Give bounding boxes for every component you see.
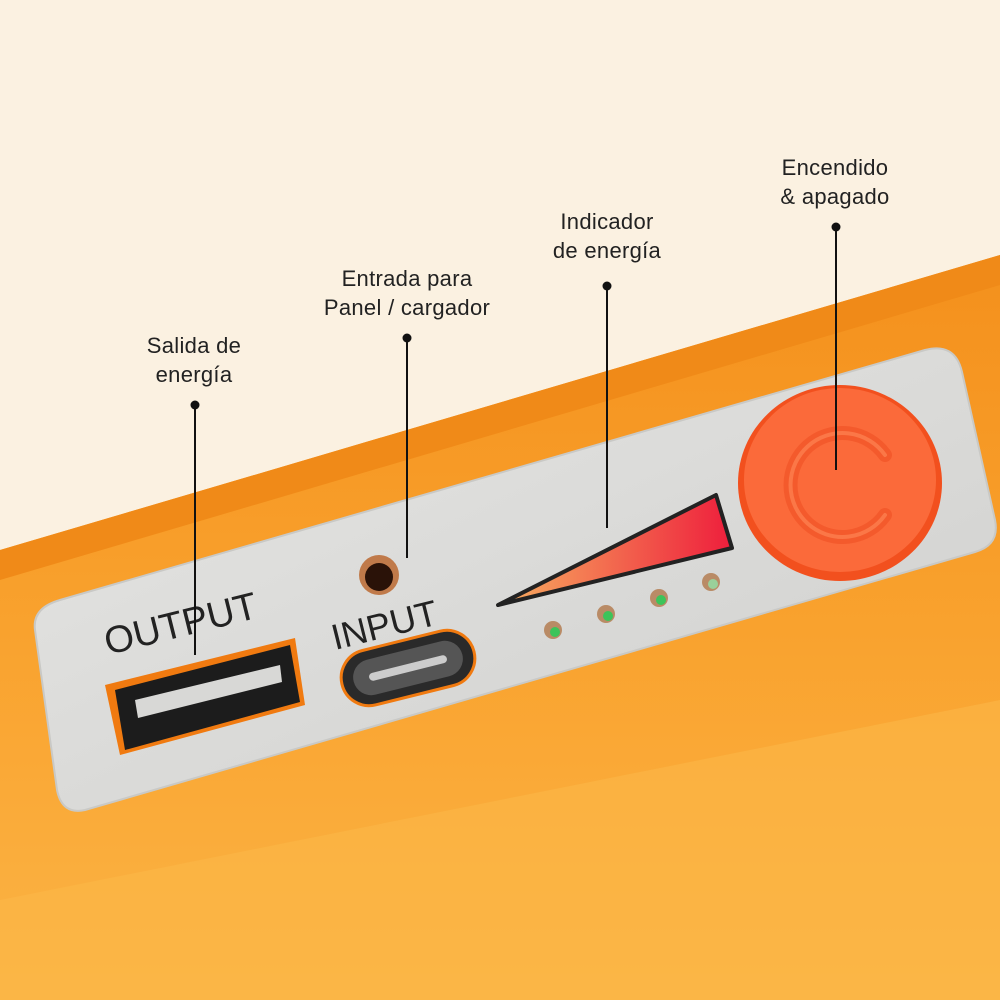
callout-indicator-line2: de energía (552, 238, 662, 263)
device-top-edge (0, 255, 1000, 580)
usb-c-port[interactable] (335, 624, 481, 711)
callout-output-line1: Salida de (146, 333, 242, 358)
power-button[interactable] (738, 385, 942, 581)
power-icon (783, 426, 892, 544)
callout-output-line2: energía (155, 362, 233, 387)
callout-power-line (835, 227, 837, 470)
callout-power-line2: & apagado (780, 184, 890, 209)
callout-input-label: Entrada para Panel / cargador (324, 264, 490, 322)
callout-output-label: Salida de energía (147, 331, 241, 389)
callout-indicator-line1: Indicador (560, 209, 654, 234)
energy-level-wedge (496, 493, 734, 607)
callout-input-line (406, 338, 408, 558)
callout-power-line1: Encendido (781, 155, 889, 180)
callout-input-line2: Panel / cargador (323, 295, 491, 320)
device-lower-face (0, 700, 1000, 1000)
callout-power-label: Encendido & apagado (780, 153, 889, 211)
callout-output-line (194, 405, 196, 655)
callout-indicator-line (606, 286, 608, 528)
callout-input-line1: Entrada para (341, 266, 473, 291)
battery-led-row (544, 573, 720, 639)
usb-a-port[interactable] (105, 638, 305, 755)
callout-indicator-label: Indicador de energía (553, 207, 661, 265)
